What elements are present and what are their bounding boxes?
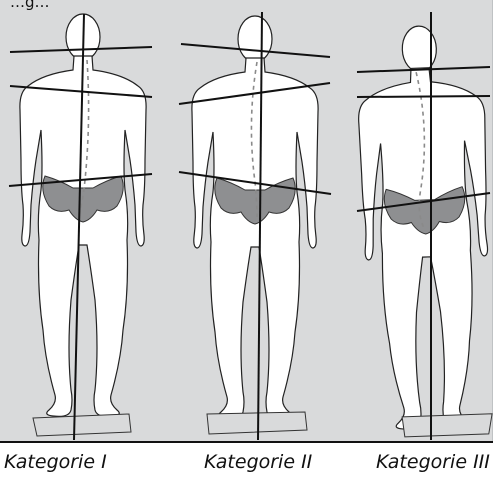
figure-category-2 <box>179 12 331 440</box>
cropped-heading-fragment: …g… <box>10 0 50 11</box>
posture-diagram <box>0 0 493 443</box>
foot-plate <box>33 414 131 436</box>
shoulder-line <box>357 96 490 97</box>
caption-category-3: Kategorie III <box>376 451 490 473</box>
foot-plate <box>207 412 307 434</box>
figure-category-3 <box>355 12 493 440</box>
figure-category-1 <box>9 14 152 440</box>
caption-category-2: Kategorie II <box>204 451 312 473</box>
foot-plate <box>402 414 493 437</box>
caption-category-1: Kategorie I <box>4 451 107 473</box>
